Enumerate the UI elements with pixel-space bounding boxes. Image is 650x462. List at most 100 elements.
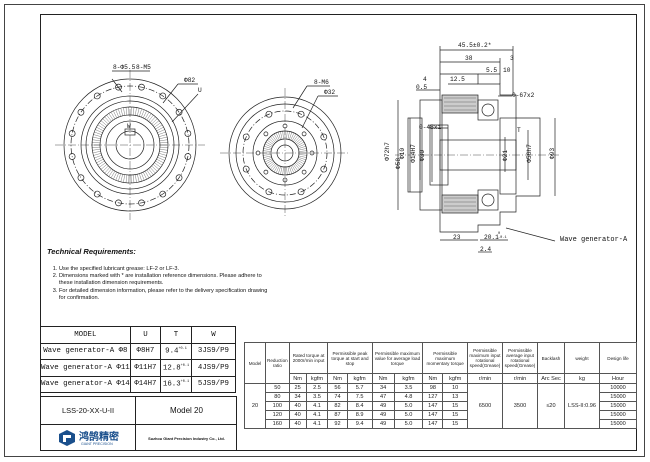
model-cell: Wave generator-A Φ8 <box>40 342 131 360</box>
gear-tooth <box>293 135 299 142</box>
requirement-item: For detailed dimension information, plea… <box>59 288 274 302</box>
gear-tooth <box>94 131 102 135</box>
gear-tooth <box>139 108 142 117</box>
dim-201: 20.1 <box>484 234 499 241</box>
gear-tooth <box>282 166 284 175</box>
spec-cell: 13 <box>442 392 468 402</box>
gear-tooth <box>106 168 112 176</box>
gear-tooth <box>291 133 297 141</box>
part-number: LSS-20-XX-U-II <box>41 397 136 425</box>
dim-left-holes: 8-Φ5.5 <box>113 64 136 71</box>
gear-tooth <box>265 159 273 165</box>
gear-tooth <box>264 157 272 160</box>
gear-tooth <box>92 146 101 148</box>
u-cell: Φ11H7 <box>129 359 162 377</box>
w-header: W <box>190 326 237 344</box>
w-cell: 4JS9/P9 <box>190 359 237 377</box>
gear-tooth <box>275 132 280 141</box>
spec-cell: 50 <box>265 383 290 393</box>
dim-v4: Φ14H7 <box>409 144 417 163</box>
gear-tooth <box>95 129 103 133</box>
gear-tooth <box>93 134 102 137</box>
dim-201-tol: 0 -0.1 <box>498 232 507 240</box>
spec-cell: 80 <box>265 392 290 402</box>
unit-cell: Nm <box>327 373 348 384</box>
gear-tooth <box>141 109 145 118</box>
logo-en: GIANT PRECISION <box>81 442 113 446</box>
gear-tooth <box>159 151 168 154</box>
spec-cell: 147 <box>422 410 444 420</box>
spec-cell: 120 <box>265 410 290 420</box>
u-cell: Φ14H7 <box>129 375 162 393</box>
mounting-hole <box>184 153 192 160</box>
dim-3: 3 <box>510 55 514 62</box>
dim-left-w: W <box>127 123 131 130</box>
requirement-item: Dimensions marked with * are installatio… <box>59 273 274 287</box>
spec-cell: 34 <box>371 383 395 393</box>
gear-tooth <box>92 139 101 141</box>
title-block: LSS-20-XX-U-II Model 20 鸿鹄精密 GIANT PRECI… <box>40 396 237 451</box>
gear-tooth <box>149 167 156 174</box>
spec-cell: 25 <box>288 383 307 393</box>
gear-tooth <box>143 171 147 180</box>
gear-tooth <box>271 164 277 171</box>
gear-tooth <box>93 153 102 156</box>
gear-tooth <box>275 165 280 174</box>
spec-cell: 2.5 <box>305 383 329 393</box>
gear-tooth <box>104 167 111 174</box>
mounting-hole <box>138 199 145 207</box>
gear-tooth <box>110 170 116 178</box>
mounting-hole <box>93 190 101 198</box>
dim-125: 12.5 <box>450 76 465 83</box>
gear-tooth <box>273 165 279 173</box>
spec-header: Model <box>244 342 266 384</box>
gear-tooth <box>268 162 275 168</box>
gear-tooth <box>141 172 145 181</box>
gear-tooth <box>298 154 307 156</box>
spec-cell: 8.4 <box>346 401 373 411</box>
spec-cell: 92 <box>327 419 348 429</box>
spec-header: Permissible maximum input rotational spe… <box>467 342 503 374</box>
inner-hole <box>309 150 315 156</box>
gear-tooth <box>278 166 281 174</box>
gear-tooth <box>135 174 137 183</box>
spec-cell: 49 <box>371 419 395 429</box>
dim-v7: Φ56h7 <box>525 144 533 163</box>
gear-tooth <box>159 136 168 139</box>
mounting-hole <box>265 110 273 118</box>
gear-tooth <box>298 150 307 152</box>
gear-tooth <box>298 157 306 160</box>
gear-tooth <box>273 133 279 141</box>
unit-cell: Arc Sec <box>537 373 565 384</box>
dim-v1: Φ72h7 <box>383 142 391 161</box>
dim-4: 4 <box>423 76 427 83</box>
gear-tooth <box>286 166 288 175</box>
spec-cell: 47 <box>371 392 395 402</box>
gear-tooth <box>120 108 123 116</box>
gear-tooth <box>264 158 273 163</box>
mounting-hole <box>265 188 273 196</box>
gear-tooth <box>263 148 272 151</box>
middle-flange-view <box>220 88 350 218</box>
spec-cell: 9.4 <box>346 419 373 429</box>
unit-cell: kgfm <box>346 373 373 384</box>
gear-tooth <box>294 136 300 143</box>
inner-hole <box>301 169 307 175</box>
gear-tooth <box>99 162 106 168</box>
gear-tooth <box>264 146 272 149</box>
inner-hole <box>301 131 307 137</box>
gear-tooth <box>110 112 116 120</box>
gear-tooth <box>96 158 104 163</box>
gear-tooth <box>267 161 274 167</box>
mounting-hole <box>175 174 183 182</box>
dim-10: 10 <box>503 67 511 74</box>
spec-cell: 40 <box>288 401 307 411</box>
gear-tooth <box>267 139 274 145</box>
spec-cell: 160 <box>265 419 290 429</box>
drawing-outer-frame <box>4 4 645 457</box>
gear-tooth <box>296 139 303 145</box>
gear-tooth <box>290 165 295 174</box>
gear-tooth <box>265 141 273 147</box>
